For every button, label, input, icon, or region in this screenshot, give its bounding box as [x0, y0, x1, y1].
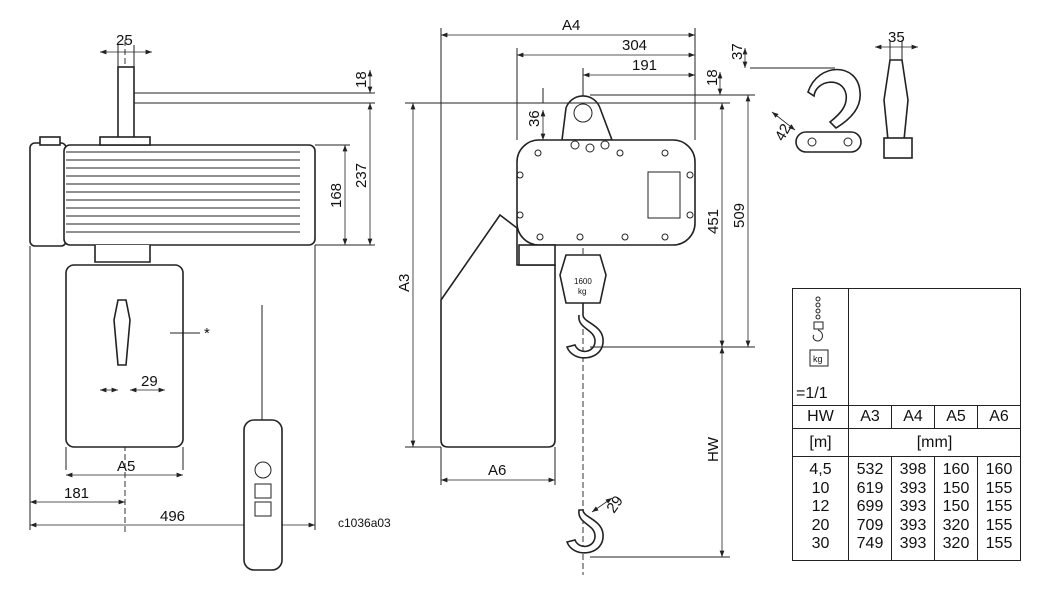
dim-hw: HW — [705, 436, 722, 462]
table-cell: 4,5 — [809, 461, 832, 478]
hook-block — [559, 254, 607, 304]
unit-row: [m] [mm] — [792, 428, 1021, 457]
dim-451: 451 — [705, 209, 722, 234]
gearbox-body — [516, 139, 696, 246]
bracket — [94, 245, 151, 263]
dim-hook-29: 29 — [603, 493, 626, 516]
note-marker: * — [204, 325, 210, 342]
load-value: 1600 — [574, 277, 592, 286]
dim-a6: A6 — [488, 462, 506, 479]
dim-35: 35 — [888, 29, 905, 46]
hook-front — [883, 59, 909, 141]
drawing-id: c1036a03 — [338, 516, 391, 530]
table-cell: 150 — [942, 498, 970, 515]
unit-dims: [mm] — [848, 428, 1021, 457]
hook-detail: 37 42 35 — [729, 29, 918, 159]
dim-a5: A5 — [117, 458, 135, 475]
dim-509: 509 — [731, 203, 748, 228]
end-cap — [29, 142, 67, 247]
table-cell: 160 — [942, 461, 970, 478]
table-cell: 12 — [811, 498, 830, 515]
hook-link — [795, 131, 862, 153]
dim-237: 237 — [353, 163, 370, 188]
unit-hw: [m] — [792, 428, 849, 457]
dim-181: 181 — [64, 485, 89, 502]
hook-front-base — [883, 137, 913, 159]
table-cell: 393 — [899, 479, 927, 497]
motor-body — [63, 144, 316, 246]
dim-42: 42 — [772, 121, 795, 144]
table-cell: 398 — [899, 461, 927, 478]
table-cell: 155 — [985, 479, 1013, 497]
dim-304: 304 — [622, 37, 647, 54]
dim-36: 36 — [526, 110, 543, 127]
dim-top-18: 18 — [704, 69, 721, 86]
dim-a4: A4 — [562, 17, 580, 34]
bottom-hook — [565, 509, 604, 554]
bolts — [516, 140, 694, 241]
dim-191: 191 — [632, 57, 657, 74]
hook — [565, 303, 604, 359]
reeving-cell: =1/1 — [792, 288, 849, 406]
dim-shaft-width: 25 — [116, 32, 133, 49]
table-cell: 749 — [856, 535, 884, 552]
header-a3: A3 — [848, 405, 892, 429]
table-cell: 160 — [985, 461, 1013, 478]
table-cell: 532 — [856, 461, 884, 478]
table-cell: 619 — [856, 479, 884, 497]
table-cell: 20 — [811, 516, 830, 534]
reeving-label: =1/1 — [796, 385, 828, 402]
table-cell: 320 — [942, 516, 970, 534]
header-a6: A6 — [977, 405, 1021, 429]
table-cell: 155 — [985, 535, 1013, 552]
dim-37: 37 — [729, 43, 746, 60]
table-cell: 709 — [856, 516, 884, 534]
header-hw: HW — [792, 405, 849, 429]
header-a5: A5 — [934, 405, 978, 429]
table-cell: 393 — [899, 516, 927, 534]
dim-496: 496 — [160, 508, 185, 525]
table-cell: 155 — [985, 498, 1013, 515]
pendant-control — [243, 419, 283, 571]
table-cell: 30 — [811, 535, 830, 552]
front-view: 1600 kg A4 304 191 18 36 451 509 A3 A6 H… — [396, 17, 755, 575]
load-unit: kg — [578, 287, 586, 296]
dim-hook-29: 29 — [141, 373, 158, 390]
header-a4: A4 — [891, 405, 935, 429]
table-cell: 10 — [811, 479, 830, 497]
cooling-fins — [66, 151, 300, 233]
table-cell: 155 — [985, 516, 1013, 534]
hook-side — [807, 68, 861, 130]
lifting-eye — [561, 95, 614, 141]
chain-bag — [440, 213, 556, 448]
table-cell: 393 — [899, 498, 927, 515]
shaft — [117, 66, 135, 146]
table-cell: 393 — [899, 535, 927, 552]
table-cell: 320 — [942, 535, 970, 552]
table-cell: 699 — [856, 498, 884, 515]
table-cell: 150 — [942, 479, 970, 497]
hook-inside — [113, 299, 131, 366]
dim-top: 18 — [353, 71, 370, 88]
dim-a3: A3 — [396, 274, 413, 292]
dim-168: 168 — [328, 183, 345, 208]
header-row: HW A3 A4 A5 A6 — [792, 405, 1021, 429]
side-view: * 25 18 237 168 29 A5 181 496 c1036a03 — [29, 32, 391, 571]
